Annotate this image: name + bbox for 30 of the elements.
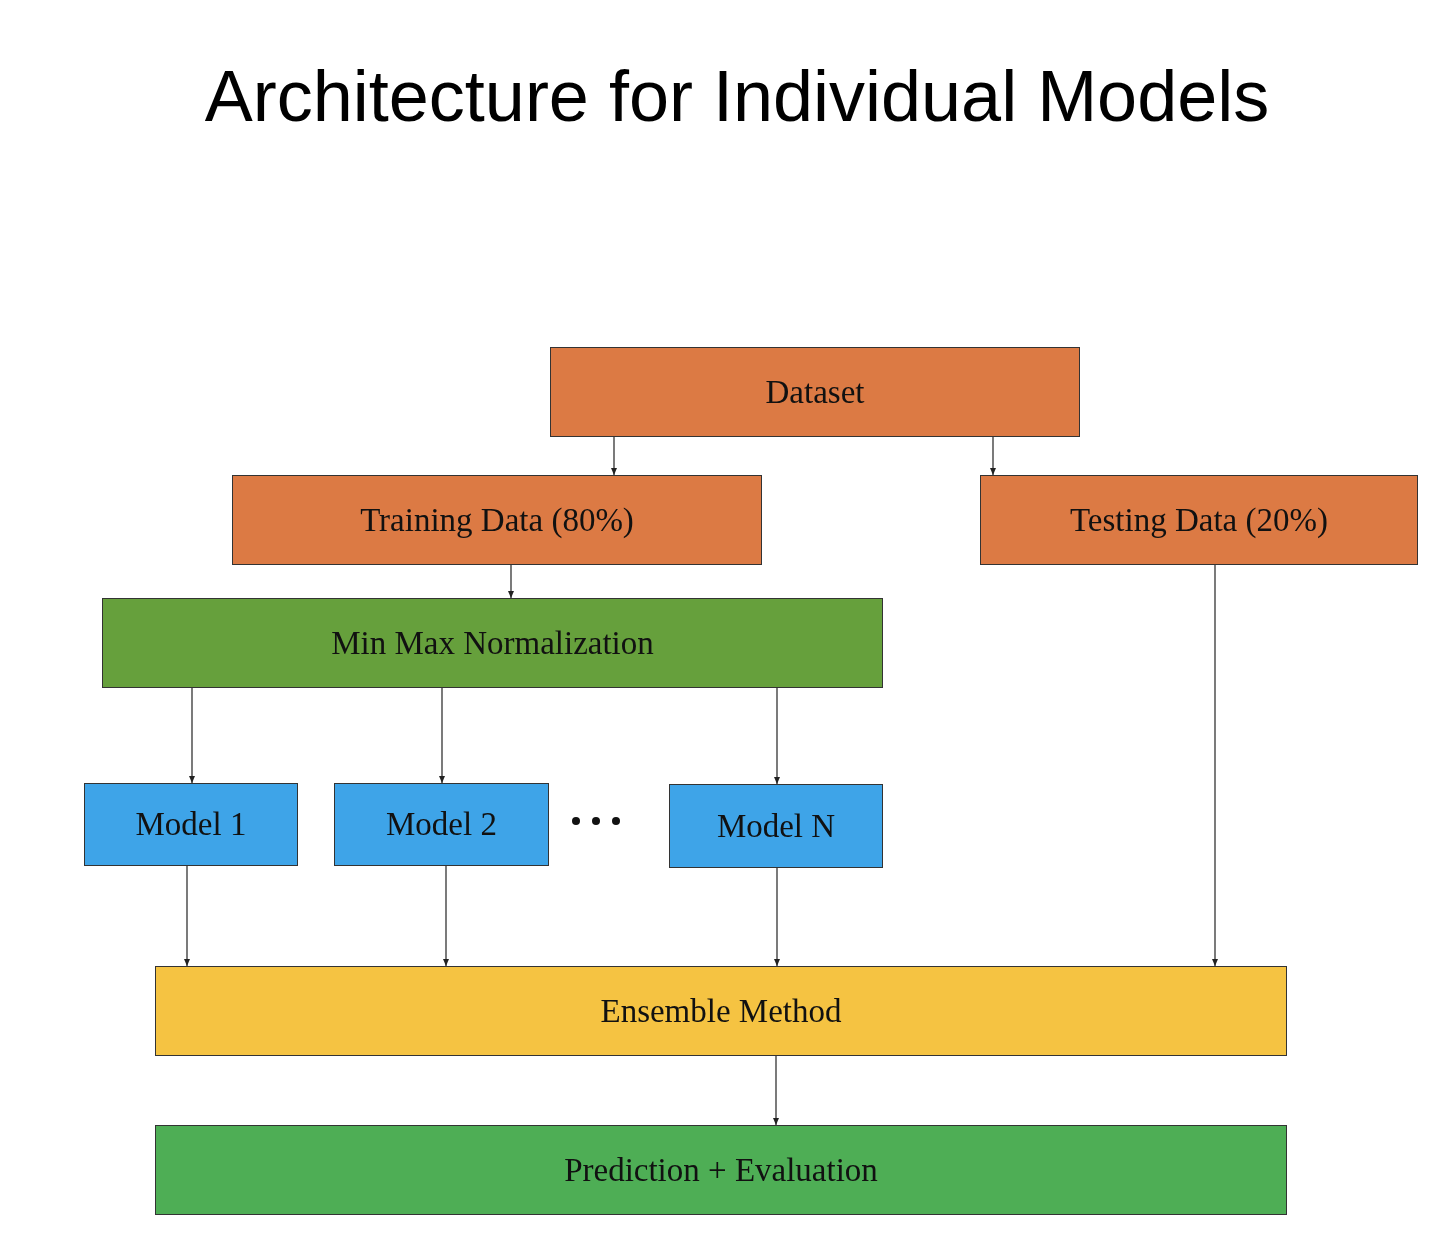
arrow <box>508 564 514 599</box>
box-label: Min Max Normalization <box>331 624 654 662</box>
box-label: Model N <box>716 807 836 845</box>
arrow <box>1212 564 1218 967</box>
box-label: Ensemble Method <box>600 992 842 1030</box>
model-box <box>334 783 549 866</box>
box-label: Testing Data (20%) <box>1070 501 1328 539</box>
arrow <box>774 867 780 967</box>
arrow <box>439 687 445 784</box>
arrow <box>773 1055 779 1126</box>
arrow <box>443 865 449 967</box>
dataset-box <box>550 347 1080 437</box>
arrow <box>184 865 190 967</box>
data-split-box <box>232 475 762 565</box>
arrow <box>189 687 195 784</box>
box-label: Model 1 <box>135 806 247 843</box>
model-box <box>84 783 298 866</box>
box-label: Prediction + Evaluation <box>564 1151 878 1189</box>
diagram-title: Architecture for Individual Models <box>203 55 1271 137</box>
box-label: Model 2 <box>386 806 497 843</box>
box-label: Dataset <box>765 373 865 411</box>
arrow <box>611 436 617 476</box>
ensemble-box <box>155 966 1287 1056</box>
normalization-box <box>102 598 883 688</box>
output-box <box>155 1125 1287 1215</box>
arrow <box>990 436 996 476</box>
model-box <box>669 784 883 868</box>
data-split-box <box>980 475 1418 565</box>
arrow <box>774 687 780 785</box>
box-label: Training Data (80%) <box>360 501 634 539</box>
